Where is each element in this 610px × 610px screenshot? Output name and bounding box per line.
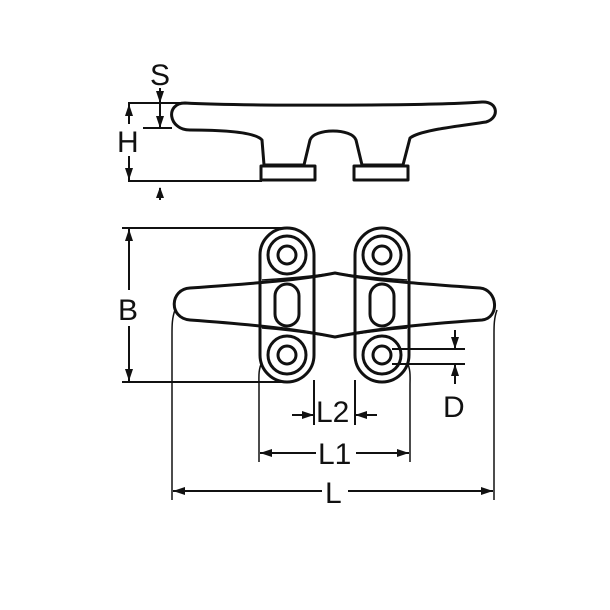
b-arrow-top	[125, 229, 133, 241]
l1-extension-right	[406, 361, 411, 462]
l1-arrow-right	[397, 449, 409, 457]
left-bottom-hole-inner	[276, 344, 298, 366]
left-top-hole-outer	[266, 234, 308, 276]
h-arrow-top	[125, 104, 133, 116]
side-view-left-foot	[259, 164, 317, 182]
d-label: D	[443, 391, 465, 424]
b-label-mask	[116, 290, 144, 326]
h-arrow-bottom	[125, 168, 133, 180]
l2-arrow-left	[302, 411, 314, 419]
right-base-plate	[353, 226, 411, 384]
l2-label: L2	[316, 396, 349, 429]
top-view-horn-outline	[172, 271, 496, 339]
d-dimension: D	[392, 330, 465, 424]
left-top-hole-inner	[276, 244, 298, 266]
horn-upper-edge-over-plates	[261, 272, 408, 281]
s-arrow-down	[156, 91, 164, 103]
l2-arrow-right	[355, 411, 367, 419]
right-top-hole-outer	[361, 234, 403, 276]
d-arrow-up	[451, 364, 459, 376]
l-extension-left	[171, 309, 176, 500]
h-label-mask	[117, 124, 143, 156]
horn-lower-edge-over-plates	[261, 327, 408, 338]
left-bottom-hole-outer	[266, 334, 308, 376]
side-view: H S	[117, 59, 497, 200]
l1-label: L1	[318, 438, 351, 471]
h-label: H	[117, 126, 139, 159]
side-view-cleat-outline	[170, 100, 497, 167]
right-bottom-hole-outer	[361, 334, 403, 376]
l-arrow-left	[173, 487, 185, 495]
s-arrow-up	[156, 116, 164, 128]
d-arrow-down	[451, 337, 459, 349]
s-label: S	[150, 59, 170, 92]
l-dimension: L	[171, 309, 498, 510]
side-view-right-foot	[352, 164, 410, 182]
s-bottom-arrow	[156, 187, 164, 198]
l-label: L	[325, 477, 342, 510]
l2-dimension: L2	[292, 380, 377, 429]
l1-dimension: L1	[258, 361, 411, 471]
b-dimension: B	[116, 227, 288, 383]
l1-arrow-left	[260, 449, 272, 457]
l-label-mask	[322, 474, 348, 508]
l-arrow-right	[481, 487, 493, 495]
l-extension-right	[493, 309, 498, 500]
l1-extension-left	[258, 361, 263, 462]
right-top-hole-inner	[371, 244, 393, 266]
top-view	[172, 226, 496, 384]
right-bottom-hole-inner	[371, 344, 393, 366]
l1-label-mask	[316, 432, 356, 468]
left-center-slot	[273, 282, 301, 328]
right-center-slot	[368, 282, 396, 328]
b-label: B	[118, 294, 138, 327]
b-arrow-bottom	[125, 369, 133, 381]
